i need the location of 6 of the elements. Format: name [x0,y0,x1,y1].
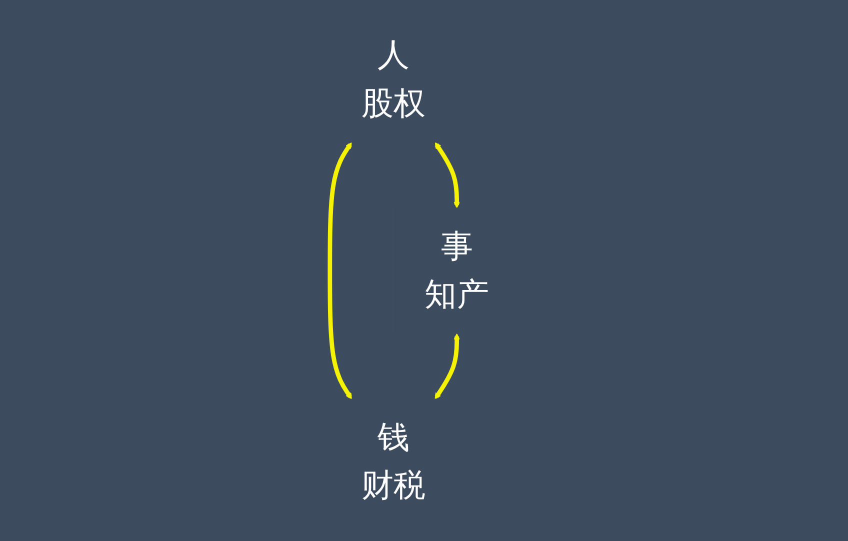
node-text: 人 股权 [361,36,426,122]
arrow [434,333,460,400]
node-text: 事 知产 [424,227,489,313]
node-text: 钱 财税 [361,418,426,504]
arrow [328,142,352,400]
arrow [434,142,460,208]
